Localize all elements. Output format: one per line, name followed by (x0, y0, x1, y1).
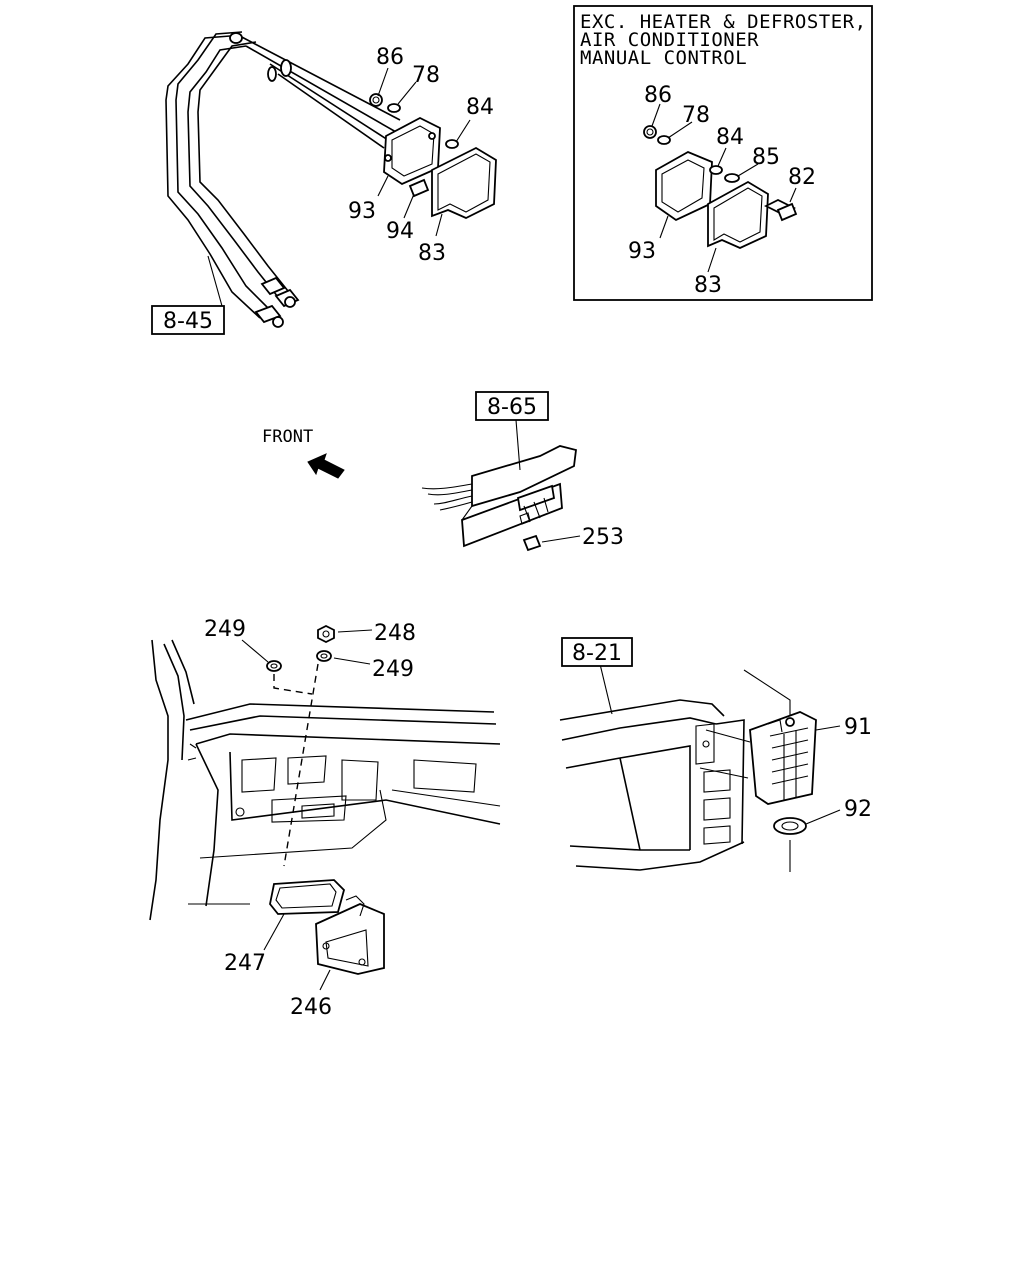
callout-249-lower: 249 (372, 657, 414, 682)
callout-93-top-left: 93 (348, 199, 376, 224)
callout-82-top-right: 82 (788, 165, 816, 190)
callout-78-top-left: 78 (412, 63, 440, 88)
callout-85-top-right: 85 (752, 145, 780, 170)
note-line-2: AIR CONDITIONER (580, 29, 759, 51)
dashboard-panel (149, 639, 501, 921)
reference-box-8-65: 8-65 (475, 391, 549, 421)
callout-86-top-left: 86 (376, 45, 404, 70)
note-line-3: MANUAL CONTROL (580, 47, 747, 69)
exception-note-box: EXC. HEATER & DEFROSTER, AIR CONDITIONER… (573, 5, 873, 301)
svg-text:8-65: 8-65 (487, 395, 537, 420)
callout-91: 91 (844, 715, 872, 740)
callout-86-top-right: 86 (644, 83, 672, 108)
svg-text:8-21: 8-21 (572, 641, 622, 666)
mounting-hardware (241, 624, 385, 991)
front-direction-label: FRONT (262, 427, 313, 447)
callout-83-top-right: 83 (694, 273, 722, 298)
callout-84-top-left: 84 (466, 95, 494, 120)
callout-249-upper: 249 (204, 617, 246, 642)
callout-92: 92 (844, 797, 872, 822)
note-line-1: EXC. HEATER & DEFROSTER, (580, 11, 867, 33)
wiring-harness-bracket (421, 419, 581, 552)
front-arrow-icon (307, 453, 345, 479)
callout-78-top-right: 78 (682, 103, 710, 128)
callout-253: 253 (582, 525, 624, 550)
callout-93-top-right: 93 (628, 239, 656, 264)
callout-246: 246 (290, 995, 332, 1020)
callout-83-top-left: 83 (418, 241, 446, 266)
duct-and-vent-assembly (559, 663, 841, 872)
svg-text:8-45: 8-45 (163, 309, 213, 334)
callout-84-top-right: 84 (716, 125, 744, 150)
reference-box-8-21: 8-21 (561, 637, 633, 667)
callout-94-top-left: 94 (386, 219, 414, 244)
reference-box-8-45: 8-45 (151, 305, 225, 335)
water-valve-top-left (369, 93, 497, 219)
heater-hose-assembly (165, 31, 401, 328)
callout-247: 247 (224, 951, 266, 976)
callout-248: 248 (374, 621, 416, 646)
